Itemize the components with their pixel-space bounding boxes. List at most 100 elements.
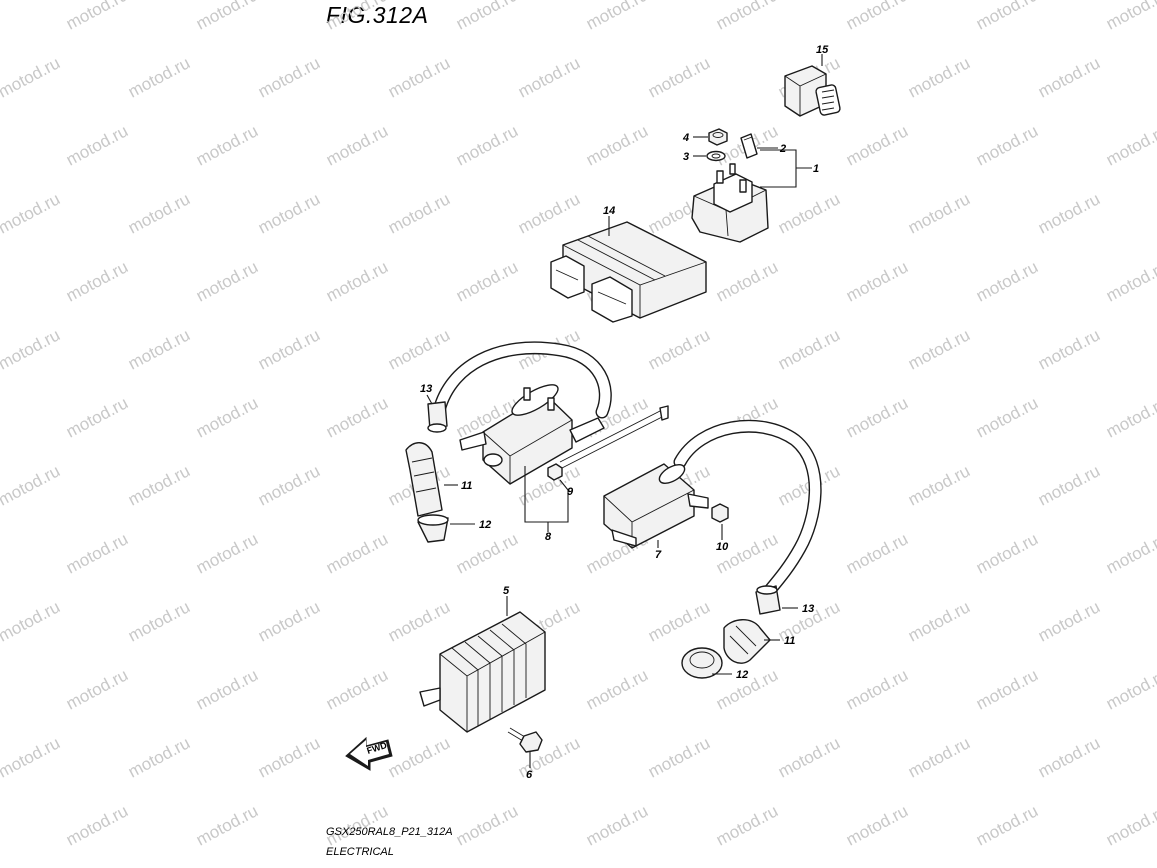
part-cap-seal-13-upper xyxy=(427,401,448,433)
watermark-text: motod.ru xyxy=(0,0,1,34)
watermark-text: motod.ru xyxy=(973,393,1041,441)
watermark-text: motod.ru xyxy=(583,121,651,169)
part-nut-4 xyxy=(708,128,728,146)
watermark-text: motod.ru xyxy=(0,189,63,237)
callout-14: 14 xyxy=(603,205,615,217)
part-boot-12-lower xyxy=(681,647,723,679)
watermark-text: motod.ru xyxy=(1103,257,1157,305)
watermark-text: motod.ru xyxy=(1103,393,1157,441)
leader-8-bracket xyxy=(524,466,569,523)
watermark-text: motod.ru xyxy=(775,189,843,237)
watermark-text: motod.ru xyxy=(515,53,583,101)
callout-7: 7 xyxy=(655,549,662,561)
watermark-text: motod.ru xyxy=(0,597,63,645)
part-plug-cap-11-upper xyxy=(405,442,443,517)
part-nut-10 xyxy=(711,503,729,523)
watermark-text: motod.ru xyxy=(645,597,713,645)
watermark-text: motod.ru xyxy=(453,121,521,169)
callout-2: 2 xyxy=(779,143,786,155)
watermark-text: motod.ru xyxy=(1103,665,1157,713)
callout-13-upper: 13 xyxy=(420,383,432,395)
watermark-text: motod.ru xyxy=(255,189,323,237)
watermark-text: motod.ru xyxy=(973,121,1041,169)
watermark-text: motod.ru xyxy=(1103,121,1157,169)
callout-15: 15 xyxy=(816,44,829,56)
watermark-text: motod.ru xyxy=(713,0,781,34)
watermark-text: motod.ru xyxy=(453,529,521,577)
watermark-text: motod.ru xyxy=(453,801,521,849)
watermark-text: motod.ru xyxy=(63,393,131,441)
watermark-text: motod.ru xyxy=(713,257,781,305)
fwd-arrow-icon: FWD xyxy=(345,736,393,771)
watermark-text: motod.ru xyxy=(1103,0,1157,34)
watermark-text: motod.ru xyxy=(583,665,651,713)
watermark-text: motod.ru xyxy=(0,529,1,577)
watermark-text: motod.ru xyxy=(63,121,131,169)
watermark-text: motod.ru xyxy=(645,733,713,781)
watermark-text: motod.ru xyxy=(63,665,131,713)
watermark-text: motod.ru xyxy=(125,733,193,781)
watermark-text: motod.ru xyxy=(1035,53,1103,101)
watermark-text: motod.ru xyxy=(0,53,63,101)
part-connector-15 xyxy=(784,65,841,117)
callout-5: 5 xyxy=(503,585,510,597)
watermark-text: motod.ru xyxy=(905,325,973,373)
watermark-text: motod.ru xyxy=(583,0,651,34)
watermark-text: motod.ru xyxy=(775,325,843,373)
leader-1 xyxy=(760,149,812,188)
watermark-text: motod.ru xyxy=(973,665,1041,713)
part-ecm-14 xyxy=(550,221,707,323)
watermark-text: motod.ru xyxy=(1035,733,1103,781)
callout-11-upper: 11 xyxy=(461,480,472,492)
watermark-text: motod.ru xyxy=(973,257,1041,305)
watermark-text: motod.ru xyxy=(973,801,1041,849)
watermark-text: motod.ru xyxy=(713,529,781,577)
leader-9 xyxy=(559,479,569,491)
watermark-text: motod.ru xyxy=(323,393,391,441)
watermark-text: motod.ru xyxy=(255,325,323,373)
watermark-text: motod.ru xyxy=(323,665,391,713)
figure-title: FIG.312A xyxy=(326,2,429,28)
callout-3: 3 xyxy=(683,151,689,163)
callout-8: 8 xyxy=(545,531,552,543)
watermark-text: motod.ru xyxy=(193,0,261,34)
watermark-text: motod.ru xyxy=(193,121,261,169)
part-fuse-2 xyxy=(740,133,758,159)
watermark-text: motod.ru xyxy=(775,733,843,781)
part-starter-relay-1 xyxy=(691,163,769,243)
watermark-text: motod.ru xyxy=(645,325,713,373)
watermark-text: motod.ru xyxy=(843,121,911,169)
watermark-text: motod.ru xyxy=(843,665,911,713)
watermark-text: motod.ru xyxy=(63,257,131,305)
callout-4: 4 xyxy=(682,132,689,144)
watermark-text: motod.ru xyxy=(125,597,193,645)
watermark-text: motod.ru xyxy=(1103,801,1157,849)
part-washer-3 xyxy=(706,150,726,162)
watermark-text: motod.ru xyxy=(385,597,453,645)
part-boot-12-upper xyxy=(417,514,449,543)
watermark-text: motod.ru xyxy=(843,393,911,441)
watermark-text: motod.ru xyxy=(453,257,521,305)
watermark-text: motod.ru xyxy=(0,801,1,849)
watermark-text: motod.ru xyxy=(125,325,193,373)
section-name: ELECTRICAL xyxy=(326,846,394,858)
watermark-text: motod.ru xyxy=(385,189,453,237)
watermark-text: motod.ru xyxy=(0,665,1,713)
part-plug-cap-11-lower xyxy=(723,619,771,664)
watermark-text: motod.ru xyxy=(0,325,63,373)
part-rod-upper xyxy=(559,405,669,469)
part-ht-lead-upper xyxy=(431,341,612,422)
watermark-text: motod.ru xyxy=(63,0,131,34)
watermark-text: motod.ru xyxy=(973,0,1041,34)
watermark-text: motod.ru xyxy=(713,801,781,849)
callout-10: 10 xyxy=(716,541,729,553)
watermark-text: motod.ru xyxy=(1035,325,1103,373)
watermark-text: motod.ru xyxy=(385,325,453,373)
watermark-text: motod.ru xyxy=(583,801,651,849)
watermark-text: motod.ru xyxy=(453,0,521,34)
watermark-text: motod.ru xyxy=(1035,461,1103,509)
watermark-text: motod.ru xyxy=(905,597,973,645)
